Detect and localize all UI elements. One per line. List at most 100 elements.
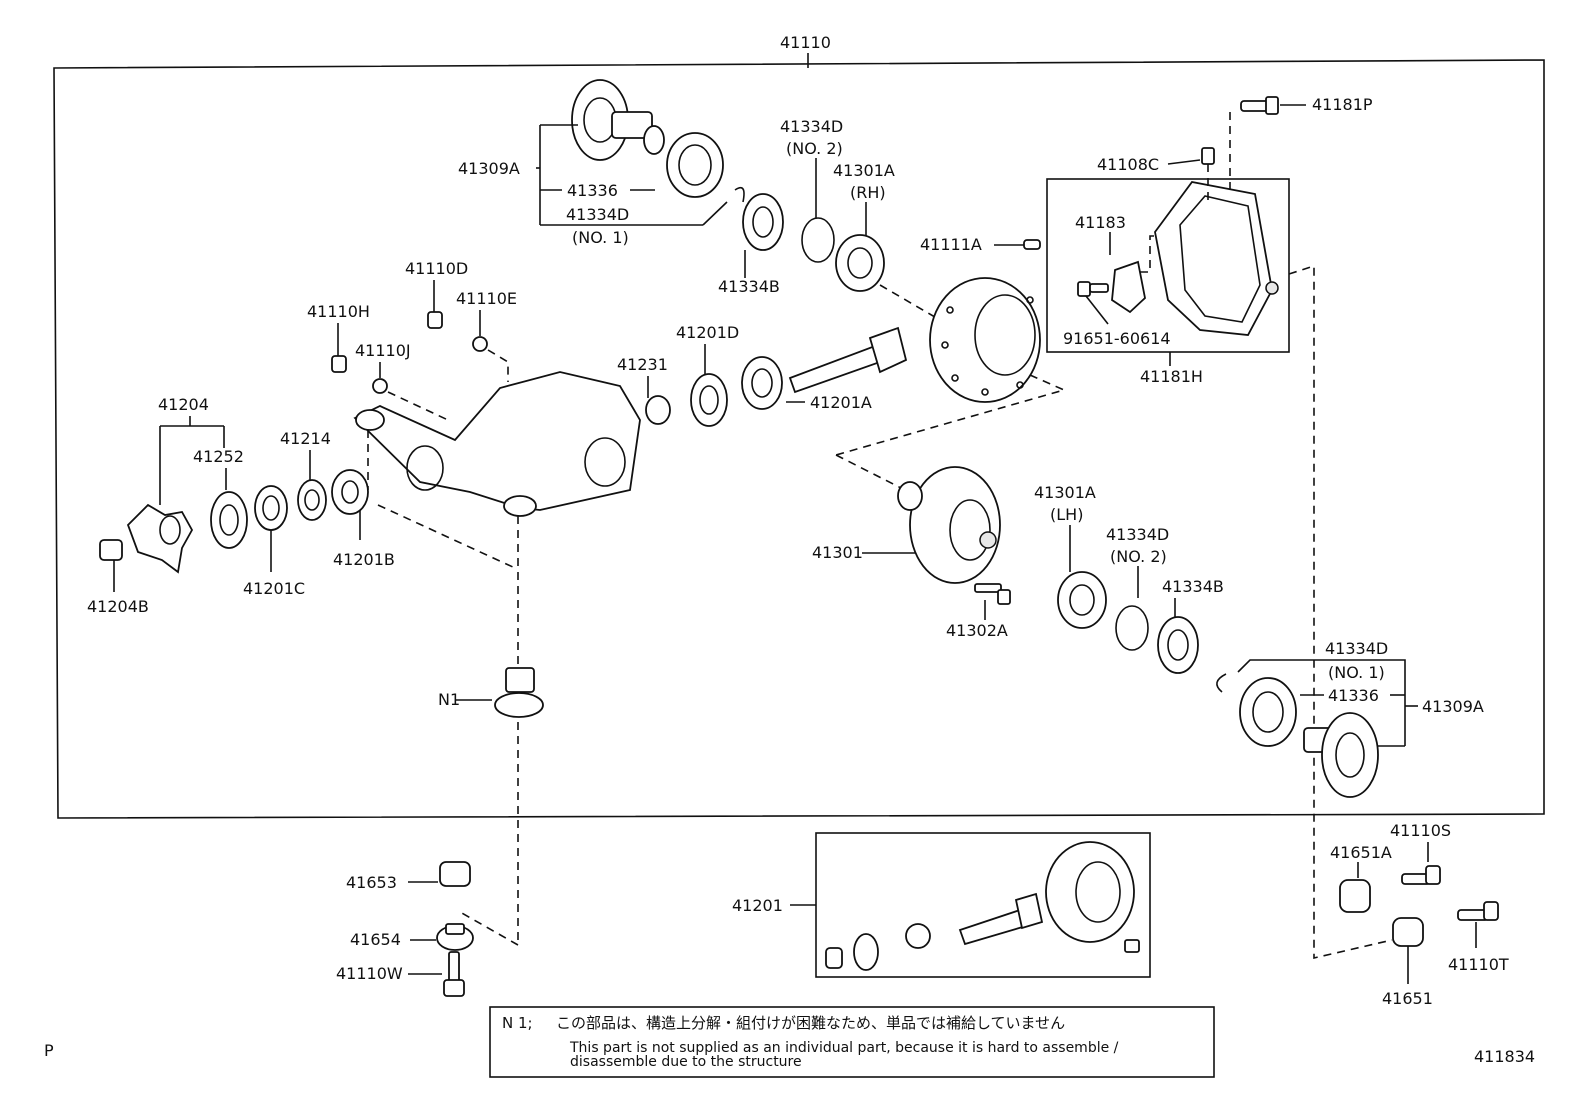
callout-41334D-no2-bot-sub: (NO. 2)	[1110, 547, 1167, 566]
snap-ring-top	[734, 186, 745, 203]
bearing-41334b-bot	[1157, 616, 1199, 674]
callout-41651: 41651	[1382, 989, 1433, 1008]
nut-41110J	[372, 378, 388, 394]
snap-ring-no2-bot	[1115, 605, 1149, 651]
callout-41110W: 41110W	[336, 964, 403, 983]
mount-41654	[436, 923, 474, 951]
snap-ring-no2-top	[801, 217, 835, 263]
oil-seal-41252	[210, 491, 248, 549]
callout-41301A-lh: 41301A	[1034, 483, 1096, 502]
gasket-plate	[1111, 260, 1146, 314]
snap-ring-bot	[1216, 673, 1227, 693]
callout-41201D: 41201D	[676, 323, 739, 342]
callout-41334D-no2-bot: 41334D	[1106, 525, 1169, 544]
pin-41111A	[1023, 239, 1041, 250]
bearing-rh	[835, 234, 885, 292]
callout-41309A-top: 41309A	[458, 159, 520, 178]
callout-41110H: 41110H	[307, 302, 370, 321]
callout-41110D: 41110D	[405, 259, 468, 278]
bearing-41201C	[254, 485, 288, 531]
washer-41201D	[690, 373, 728, 427]
bolt-41110W	[443, 951, 465, 997]
callout-41336-top: 41336	[567, 181, 618, 200]
callout-41110J: 41110J	[355, 341, 411, 360]
callout-41654: 41654	[350, 930, 401, 949]
callout-41334D-bot-sub: (NO. 1)	[1328, 663, 1385, 682]
nut-41110E	[472, 336, 488, 352]
oil-seal-bot	[1239, 677, 1297, 747]
drive-pinion	[741, 326, 908, 410]
callout-41309A-bot: 41309A	[1422, 697, 1484, 716]
page-marker: P	[44, 1041, 54, 1060]
callout-91651: 91651-60614	[1063, 329, 1171, 348]
spacer-41214	[297, 479, 327, 521]
ring-gear	[929, 277, 1041, 403]
callout-41183: 41183	[1075, 213, 1126, 232]
callout-41651A: 41651A	[1330, 843, 1392, 862]
stud-41110D	[427, 311, 443, 329]
side-flange-bot	[1303, 712, 1379, 798]
callout-41334B-top: 41334B	[718, 277, 780, 296]
note-tag: N 1;	[502, 1014, 533, 1032]
callout-41110E: 41110E	[456, 289, 517, 308]
callout-41252: 41252	[193, 447, 244, 466]
bolt-41110T	[1457, 901, 1499, 921]
bearing-41334b-top	[742, 193, 784, 251]
callout-41301A-rh-sub: (RH)	[850, 183, 886, 202]
bolt-91651	[1077, 281, 1109, 297]
mount-41651	[1392, 917, 1424, 947]
nut-41204B	[99, 539, 123, 561]
plug-N1	[494, 667, 544, 718]
callout-41110S: 41110S	[1390, 821, 1451, 840]
callout-41334D-no2-top-sub: (NO. 2)	[786, 139, 843, 158]
stud-41110H	[331, 355, 347, 373]
rear-cover	[1154, 181, 1279, 336]
note-english-line1: This part is not supplied as an individu…	[569, 1040, 1119, 1056]
side-flange-top	[571, 79, 665, 161]
differential-case	[897, 466, 1001, 584]
callout-41301A-lh-sub: (LH)	[1050, 505, 1083, 524]
callout-41110T: 41110T	[1448, 955, 1509, 974]
callout-41334D-bot: 41334D	[1325, 639, 1388, 658]
callout-41201B: 41201B	[333, 550, 395, 569]
note-box	[489, 1006, 1215, 1078]
assembly-frame	[53, 59, 1545, 819]
callout-41231: 41231	[617, 355, 668, 374]
figure-code: 411834	[1474, 1047, 1535, 1066]
note-japanese: この部品は、構造上分解・組付けが困難なため、単品では補給していません	[556, 1014, 1065, 1032]
callout-41201C: 41201C	[243, 579, 305, 598]
callout-41301A-rh: 41301A	[833, 161, 895, 180]
bolt-41181P	[1240, 96, 1279, 115]
breather-plug	[1201, 147, 1215, 165]
assembly-label: 41110	[780, 33, 831, 52]
oil-seal-top	[666, 132, 724, 198]
mount-41651A	[1339, 879, 1371, 913]
callout-41334D-top: 41334D	[566, 205, 629, 224]
callout-41201A: 41201A	[810, 393, 872, 412]
companion-flange	[126, 503, 194, 574]
mount-41653	[439, 861, 471, 887]
callout-N1: N1	[438, 690, 460, 709]
callout-41181H: 41181H	[1140, 367, 1203, 386]
callout-41204B: 41204B	[87, 597, 149, 616]
spacer-41231	[645, 395, 671, 425]
callout-41334D-top-sub: (NO. 1)	[572, 228, 629, 247]
callout-41181P: 41181P	[1312, 95, 1373, 114]
callout-41201-kit: 41201	[732, 896, 783, 915]
differential-carrier	[353, 371, 641, 517]
bearing-41201B	[331, 469, 369, 515]
callout-41108C: 41108C	[1097, 155, 1159, 174]
bearing-lh	[1057, 571, 1107, 629]
note-english-line2: disassemble due to the structure	[570, 1054, 802, 1070]
bolt-41110S	[1401, 865, 1441, 885]
bolt-41302A	[974, 583, 1011, 605]
callout-41334D-no2-top: 41334D	[780, 117, 843, 136]
callout-41301: 41301	[812, 543, 863, 562]
kit-parts	[825, 841, 1140, 971]
callout-41336-bot: 41336	[1328, 686, 1379, 705]
callout-41214: 41214	[280, 429, 331, 448]
callout-41111A: 41111A	[920, 235, 982, 254]
cover-kit-box	[1046, 178, 1290, 353]
callout-41302A: 41302A	[946, 621, 1008, 640]
